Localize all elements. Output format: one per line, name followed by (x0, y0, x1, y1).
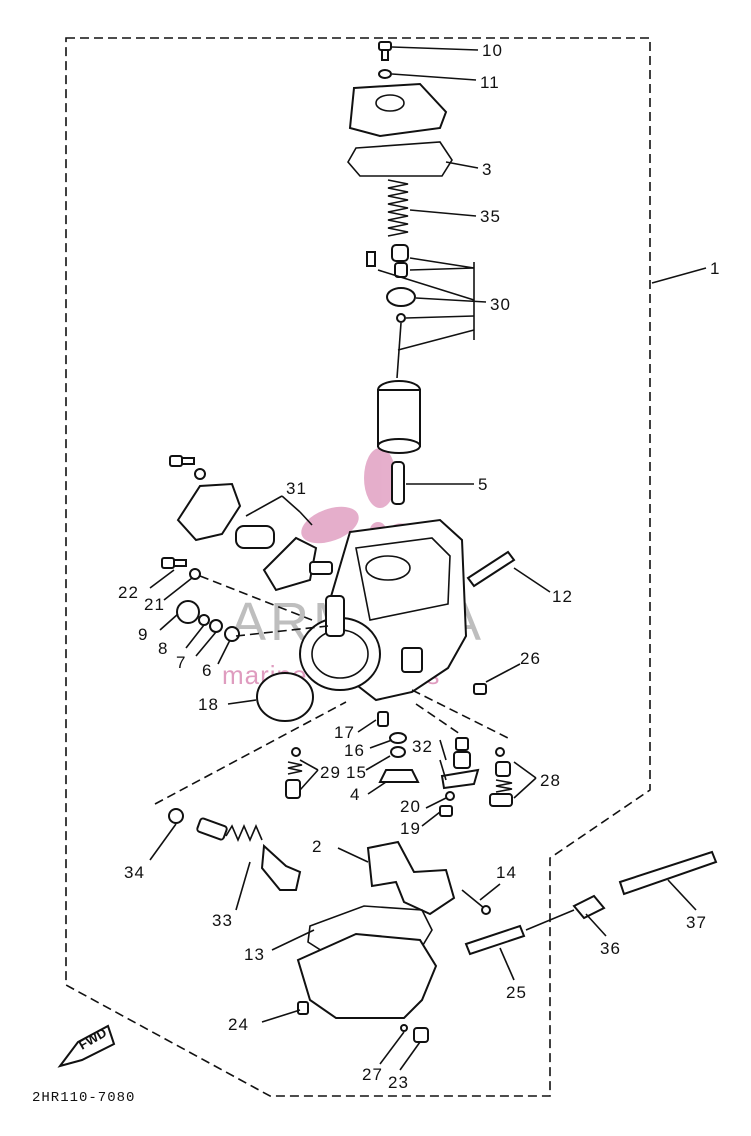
part-11-washer (378, 69, 392, 79)
label-part-15: 15 (346, 763, 367, 782)
label-part-5: 5 (478, 475, 488, 494)
part-top-cover (348, 82, 448, 138)
part-7-oring (209, 619, 223, 633)
label-part-2: 2 (312, 837, 322, 856)
label-part-31: 31 (286, 479, 307, 498)
label-part-21: 21 (144, 595, 165, 614)
part-32-fitting (440, 737, 480, 790)
label-part-28: 28 (540, 771, 561, 790)
label-part-32: 32 (412, 737, 433, 756)
label-part-7: 7 (176, 653, 186, 672)
label-part-8: 8 (158, 639, 168, 658)
fwd-arrow-icon: FWD (57, 1024, 116, 1068)
label-part-11: 11 (480, 73, 500, 92)
part-24-screw (297, 1001, 309, 1015)
label-part-36: 36 (600, 939, 621, 958)
part-10-screw (378, 41, 392, 61)
guide-lines (154, 575, 513, 805)
label-part-16: 16 (344, 741, 365, 760)
label-part-30: 30 (490, 295, 511, 314)
part-23-drain-screw (413, 1027, 429, 1043)
part-36-fitting (525, 894, 606, 931)
part-5-jet-needle (391, 461, 474, 505)
label-part-33: 33 (212, 911, 233, 930)
label-part-1: 1 (710, 259, 720, 278)
label-part-3: 3 (482, 160, 492, 179)
part-screw-top-left (169, 455, 206, 480)
label-part-18: 18 (198, 695, 219, 714)
part-29-screw (285, 747, 303, 799)
label-part-25: 25 (506, 983, 527, 1002)
part-20-19-screw (439, 791, 455, 817)
part-13-gasket (307, 905, 433, 957)
label-part-29: 29 (320, 763, 341, 782)
part-25-hose (464, 924, 526, 956)
label-part-22: 22 (118, 583, 139, 602)
part-28-pilot-screw (489, 747, 513, 807)
label-part-26: 26 (520, 649, 541, 668)
part-12-pipe (466, 550, 516, 588)
part-8-washer (198, 614, 210, 626)
part-26-screw (473, 683, 487, 695)
carburetor-body (299, 518, 468, 702)
part-30-needle-set (366, 244, 416, 379)
part-15-jet (390, 746, 406, 758)
label-part-13: 13 (244, 945, 265, 964)
part-21-oring (189, 568, 201, 580)
label-part-20: 20 (400, 797, 421, 816)
drawing-code: 2HR110-7080 (32, 1090, 135, 1106)
label-part-27: 27 (362, 1065, 383, 1084)
part-22-screw (161, 557, 187, 569)
leaders-30 (377, 257, 487, 351)
label-part-35: 35 (480, 207, 501, 226)
label-part-14: 14 (496, 863, 517, 882)
label-part-34: 34 (124, 863, 145, 882)
part-4-main-jet (378, 769, 420, 783)
label-part-17: 17 (334, 723, 355, 742)
leader-lines (149, 46, 697, 1071)
part-labels: 1 2 3 4 5 6 7 8 9 10 11 12 13 14 15 16 1… (118, 41, 720, 1092)
label-part-9: 9 (138, 625, 148, 644)
part-9-cap (176, 600, 200, 624)
throttle-slide (377, 380, 421, 454)
part-35-spring (387, 179, 409, 237)
part-choke-cover (176, 482, 242, 542)
part-6-screw (224, 626, 240, 642)
part-3-gasket (347, 141, 453, 177)
label-part-37: 37 (686, 913, 707, 932)
part-33-throttle-screw (196, 817, 302, 891)
part-27-oring (400, 1024, 408, 1032)
part-37-hose (618, 850, 718, 896)
float-bowl (296, 932, 438, 1019)
part-14-pin (461, 889, 491, 915)
label-part-12: 12 (552, 587, 573, 606)
part-17-screw (377, 711, 389, 727)
part-2-float (366, 840, 456, 916)
leader-1 (651, 267, 707, 284)
part-34-oring (168, 808, 184, 824)
label-part-4: 4 (350, 785, 360, 804)
label-part-19: 19 (400, 819, 421, 838)
part-31-plunger (235, 495, 333, 592)
label-part-6: 6 (202, 661, 212, 680)
label-part-10: 10 (482, 41, 503, 60)
part-18-diaphragm (256, 672, 314, 722)
label-part-24: 24 (228, 1015, 249, 1034)
assembly-boundary (65, 37, 651, 1097)
part-16-washer (389, 732, 407, 744)
label-part-23: 23 (388, 1073, 409, 1092)
